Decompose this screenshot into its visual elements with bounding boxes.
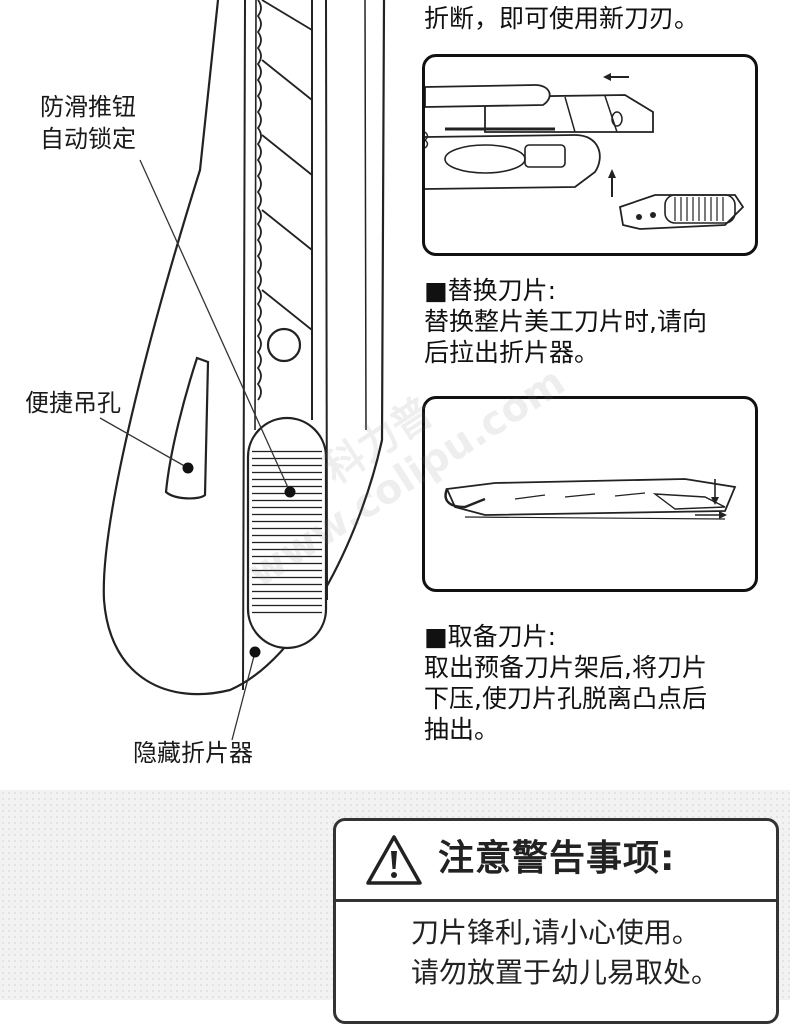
warning-triangle-icon	[366, 835, 422, 885]
cutter-illustration	[99, 0, 386, 741]
anti-slip-button-label-2: 自动锁定	[40, 125, 136, 153]
arrow-left-icon	[603, 73, 629, 81]
replace-blade-panel	[422, 54, 758, 256]
warning-title: 注意警告事项:	[438, 838, 676, 879]
hang-hole-label: 便捷吊孔	[25, 389, 121, 417]
warning-header: 注意警告事项:	[336, 821, 776, 902]
replace-blade-title: ■替换刀片:	[424, 276, 557, 305]
arrow-up-icon	[608, 169, 616, 197]
warning-line-2: 请勿放置于幼儿易取处。	[411, 956, 720, 989]
spare-blade-line-3: 抽出。	[424, 715, 500, 744]
spare-blade-illustration	[444, 478, 737, 520]
replace-blade-illustration	[425, 73, 745, 230]
spare-blade-panel	[422, 396, 758, 592]
warning-line-1: 刀片锋利,请小心使用。	[411, 916, 700, 949]
replace-blade-line-1: 替换整片美工刀片时,请向	[424, 307, 707, 336]
spare-blade-title: ■取备刀片:	[424, 622, 557, 651]
replace-blade-line-2: 后拉出折片器。	[424, 338, 600, 367]
top-caption: 折断，即可使用新刀刃。	[424, 4, 700, 33]
warning-box: 注意警告事项: 刀片锋利,请小心使用。 请勿放置于幼儿易取处。	[333, 818, 779, 1024]
hidden-breaker-label: 隐藏折片器	[133, 739, 253, 767]
anti-slip-button-label-1: 防滑推钮	[40, 93, 136, 121]
spare-blade-line-2: 下压,使刀片孔脱离凸点后	[424, 684, 707, 713]
spare-blade-line-1: 取出预备刀片架后,将刀片	[424, 653, 707, 682]
